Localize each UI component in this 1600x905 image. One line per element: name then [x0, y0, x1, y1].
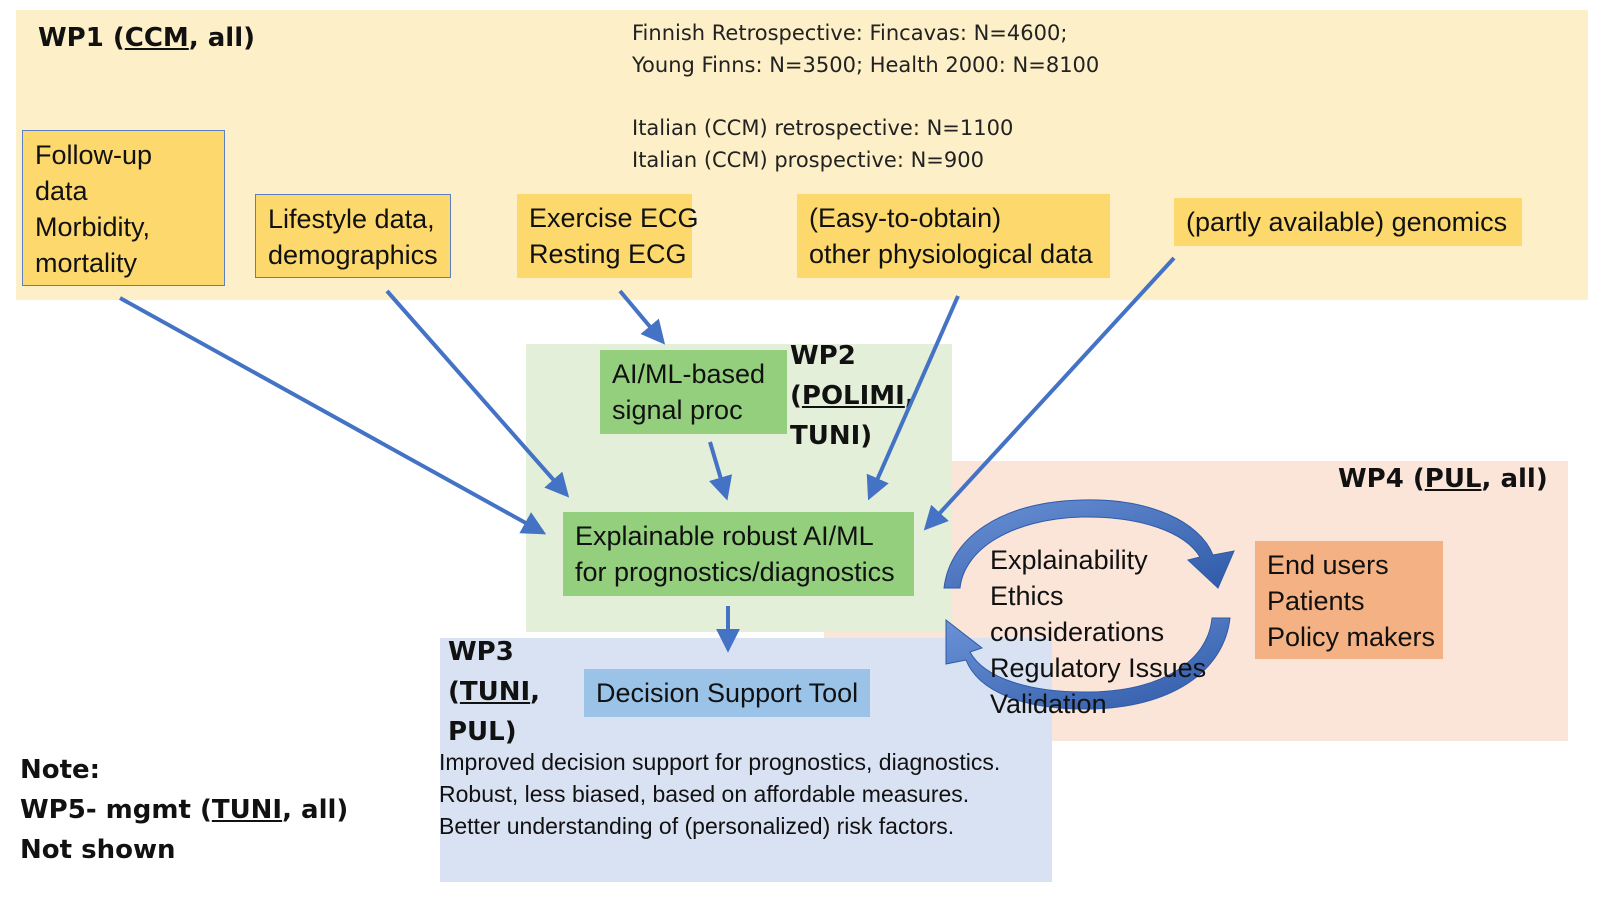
- governance-line: Ethics: [990, 581, 1064, 611]
- physiological-data-box: (Easy-to-obtain) other physiological dat…: [797, 194, 1110, 278]
- wp5-lead-partner: TUNI: [211, 795, 283, 825]
- box-line: Patients: [1267, 586, 1365, 616]
- cohort-line: Young Finns: N=3500; Health 2000: N=8100: [632, 53, 1100, 77]
- box-line: other physiological data: [809, 239, 1093, 269]
- box-line: Explainable robust AI/ML: [575, 521, 874, 551]
- arrow-signal-proc-to-ai: [708, 441, 733, 501]
- box-line: (partly available) genomics: [1186, 207, 1508, 237]
- cohort-list: Finnish Retrospective: Fincavas: N=4600;…: [632, 17, 1099, 176]
- arrow-lifestyle-to-ai: [385, 289, 570, 498]
- wp2-title-line: (POLIMI,: [790, 376, 915, 416]
- box-line: for prognostics/diagnostics: [575, 557, 895, 587]
- box-line: demographics: [268, 240, 438, 270]
- wp4-title-prefix: WP4 (: [1338, 464, 1425, 494]
- wp2-title-prefix: (: [790, 381, 802, 411]
- box-line: Exercise ECG: [529, 203, 699, 233]
- wp2-title-suffix: ,: [904, 381, 915, 411]
- arrow-physio-to-ai: [866, 295, 960, 501]
- governance-topics: Explainability Ethics considerations Reg…: [990, 542, 1206, 722]
- signal-processing-box: AI/ML-based signal proc: [600, 350, 787, 434]
- arrow-ecg-to-signal-proc: [618, 289, 666, 345]
- wp3-title-suffix: ,: [530, 677, 541, 707]
- wp3-lead-partner: TUNI: [459, 677, 531, 707]
- wp3-title-line: WP3: [448, 637, 514, 667]
- wp1-lead-partner: CCM: [124, 23, 189, 53]
- governance-line: considerations: [990, 617, 1165, 647]
- cycle-arrow-top: [943, 499, 1235, 589]
- box-line: End users: [1267, 550, 1389, 580]
- box-line: Follow-up: [35, 140, 153, 170]
- ecg-data-box: Exercise ECG Resting ECG: [517, 194, 699, 278]
- outcome-line: Better understanding of (personalized) r…: [439, 813, 955, 839]
- wp1-title: WP1 (CCM, all): [38, 18, 255, 58]
- outcome-line: Improved decision support for prognostic…: [439, 749, 1001, 775]
- wp5-prefix: WP5- mgmt (: [20, 795, 212, 825]
- wp2-title-line: TUNI): [790, 421, 873, 451]
- note-label: Note:: [20, 755, 101, 785]
- explainable-ai-box: Explainable robust AI/ML for prognostics…: [563, 512, 914, 596]
- box-line: Policy makers: [1267, 622, 1436, 652]
- wp3-title-prefix: (: [448, 677, 460, 707]
- box-line: signal proc: [612, 395, 743, 425]
- cycle-arrow-bottom: [945, 617, 1231, 710]
- decision-support-tool-box: Decision Support Tool: [584, 669, 870, 717]
- wp4-title-suffix: , all): [1481, 464, 1548, 494]
- box-line: (Easy-to-obtain): [809, 203, 1002, 233]
- box-line: mortality: [35, 248, 138, 278]
- governance-line: Explainability: [990, 545, 1148, 575]
- box-line: AI/ML-based: [612, 359, 766, 389]
- wp3-outcomes: Improved decision support for prognostic…: [439, 746, 1000, 842]
- outcome-line: Robust, less biased, based on affordable…: [439, 781, 970, 807]
- wp2-title-line: WP2: [790, 341, 856, 371]
- cohort-line: Italian (CCM) prospective: N=900: [632, 148, 984, 172]
- cohort-line: Italian (CCM) retrospective: N=1100: [632, 116, 1014, 140]
- wp5-line: WP5- mgmt (TUNI, all): [20, 790, 348, 830]
- box-line: Resting ECG: [529, 239, 687, 269]
- box-line: Morbidity,: [35, 212, 151, 242]
- end-users-box: End users Patients Policy makers: [1255, 541, 1443, 659]
- wp5-suffix: , all): [282, 795, 349, 825]
- note-block: Note: WP5- mgmt (TUNI, all) Not shown: [20, 750, 348, 870]
- wp4-title: WP4 (PUL, all): [1338, 459, 1548, 499]
- lifestyle-data-box: Lifestyle data, demographics: [255, 194, 451, 278]
- wp3-title-line: PUL): [448, 717, 517, 747]
- wp4-lead-partner: PUL: [1424, 464, 1482, 494]
- cohort-line: Finnish Retrospective: Fincavas: N=4600;: [632, 21, 1068, 45]
- governance-line: Regulatory Issues: [990, 653, 1207, 683]
- wp1-title-suffix: , all): [188, 23, 255, 53]
- wp2-lead-partner: POLIMI: [801, 381, 905, 411]
- wp2-title: WP2 (POLIMI, TUNI): [790, 336, 915, 456]
- arrow-followup-to-ai: [119, 296, 547, 535]
- wp3-title-line: (TUNI,: [448, 672, 540, 712]
- wp3-title: WP3 (TUNI, PUL): [448, 632, 540, 752]
- followup-data-box: Follow-up data Morbidity, mortality: [22, 130, 225, 286]
- governance-line: Validation: [990, 689, 1107, 719]
- box-line: data: [35, 176, 88, 206]
- note-status: Not shown: [20, 835, 176, 865]
- genomics-data-box: (partly available) genomics: [1174, 198, 1522, 246]
- box-line: Lifestyle data,: [268, 204, 435, 234]
- wp1-title-prefix: WP1 (: [38, 23, 125, 53]
- box-line: Decision Support Tool: [596, 678, 859, 708]
- arrow-genomics-to-ai: [923, 256, 1176, 531]
